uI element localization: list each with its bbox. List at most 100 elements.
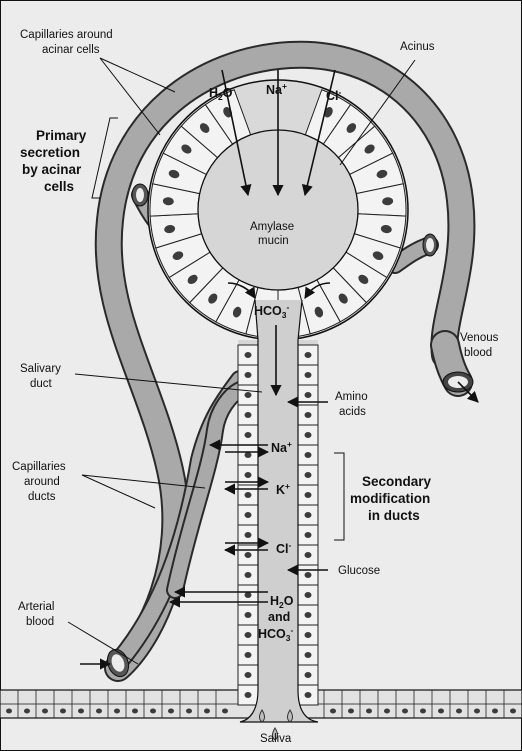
cell-nucleus	[168, 708, 174, 714]
cell-nucleus	[330, 708, 336, 714]
cell-nucleus	[304, 412, 312, 418]
cell-nucleus	[244, 372, 252, 378]
cell-nucleus	[304, 592, 312, 598]
cell-nucleus	[244, 392, 252, 398]
label-primary-2: secretion	[20, 145, 80, 160]
label-secondary-2: modification	[350, 491, 430, 506]
duct-cell	[237, 684, 259, 706]
cell-nucleus	[420, 708, 426, 714]
cell-nucleus	[304, 652, 312, 658]
duct-cell	[297, 424, 319, 446]
label-capillaries-ducts-3: ducts	[28, 491, 56, 503]
floor-cell	[89, 690, 102, 718]
label-arterial-2: blood	[26, 616, 54, 628]
cell-nucleus	[244, 552, 252, 558]
duct-cell	[237, 344, 259, 366]
leader-lines	[67, 57, 416, 665]
label-primary-3: by acinar	[22, 162, 82, 177]
label-venous-2: blood	[464, 347, 492, 359]
cell-nucleus	[384, 708, 390, 714]
cell-nucleus	[164, 225, 176, 234]
floor-cell	[197, 690, 210, 718]
cell-nucleus	[304, 492, 312, 498]
ion-na-top: Na+	[266, 81, 287, 97]
label-salivary-duct-2: duct	[30, 378, 53, 390]
cell-nucleus	[376, 169, 388, 179]
duct-cell	[237, 424, 259, 446]
duct-cell	[297, 504, 319, 526]
ion-arrows	[80, 69, 479, 670]
cell-nucleus	[232, 306, 242, 318]
floor-cell	[485, 690, 498, 718]
ion-hco3-duct: HCO3-	[258, 625, 294, 643]
cell-nucleus	[304, 472, 312, 478]
duct-cell	[237, 544, 259, 566]
cell-nucleus	[456, 708, 462, 714]
ion-labels: H2O Na+ Cl- HCO3- Na+ K+ Cl- H2O HCO3-	[209, 81, 342, 643]
cell-nucleus	[78, 708, 84, 714]
cell-nucleus	[364, 144, 375, 154]
duct-cell	[297, 544, 319, 566]
label-amino-1: Amino	[335, 391, 368, 403]
floor-cell	[413, 690, 426, 718]
duct-cell	[237, 604, 259, 626]
ion-h2o-top: H2O	[209, 86, 233, 102]
label-and: and	[268, 610, 290, 624]
cell-nucleus	[114, 708, 120, 714]
cell-nucleus	[304, 432, 312, 438]
cell-nucleus	[244, 692, 252, 698]
cell-nucleus	[304, 452, 312, 458]
duct-cell	[237, 404, 259, 426]
ion-hco3-acinus: HCO3-	[254, 302, 290, 320]
duct-cell	[237, 444, 259, 466]
cell-nucleus	[199, 123, 210, 133]
cell-nucleus	[338, 293, 348, 304]
duct-cell	[297, 604, 319, 626]
floor-cell	[395, 690, 408, 718]
cell-nucleus	[244, 652, 252, 658]
label-primary-4: cells	[44, 179, 74, 194]
duct-cell	[297, 524, 319, 546]
salivary-duct	[237, 299, 319, 723]
cell-nucleus	[304, 552, 312, 558]
label-secondary-3: in ducts	[368, 508, 420, 523]
cell-nucleus	[244, 572, 252, 578]
label-venous-1: Venous	[460, 332, 499, 344]
floor-cell	[431, 690, 444, 718]
cell-nucleus	[244, 532, 252, 538]
floor-cell	[17, 690, 30, 718]
duct-cell	[297, 484, 319, 506]
cell-nucleus	[244, 672, 252, 678]
cell-nucleus	[438, 708, 444, 714]
cell-nucleus	[348, 708, 354, 714]
cell-nucleus	[244, 592, 252, 598]
duct-cell	[297, 584, 319, 606]
cell-nucleus	[168, 169, 180, 179]
cell-nucleus	[186, 708, 192, 714]
cell-nucleus	[366, 708, 372, 714]
cell-nucleus	[244, 512, 252, 518]
saliva-droplets	[259, 709, 293, 741]
cell-nucleus	[492, 708, 498, 714]
cell-nucleus	[96, 708, 102, 714]
floor-cell	[323, 690, 336, 718]
cell-nucleus	[304, 352, 312, 358]
cell-nucleus	[304, 372, 312, 378]
duct-cell	[297, 364, 319, 386]
floor-cell	[161, 690, 174, 718]
floor-cell	[377, 690, 390, 718]
label-acinus: Acinus	[400, 41, 435, 53]
duct-cell	[237, 384, 259, 406]
label-mucin: mucin	[258, 235, 289, 247]
cell-nucleus	[314, 306, 324, 318]
label-secondary-1: Secondary	[362, 474, 432, 489]
cell-nucleus	[24, 708, 30, 714]
cell-nucleus	[42, 708, 48, 714]
floor-cell	[359, 690, 372, 718]
cell-nucleus	[358, 274, 369, 285]
floor-cell	[53, 690, 66, 718]
duct-cell	[237, 524, 259, 546]
cell-nucleus	[304, 572, 312, 578]
cell-nucleus	[510, 708, 516, 714]
cell-nucleus	[304, 692, 312, 698]
